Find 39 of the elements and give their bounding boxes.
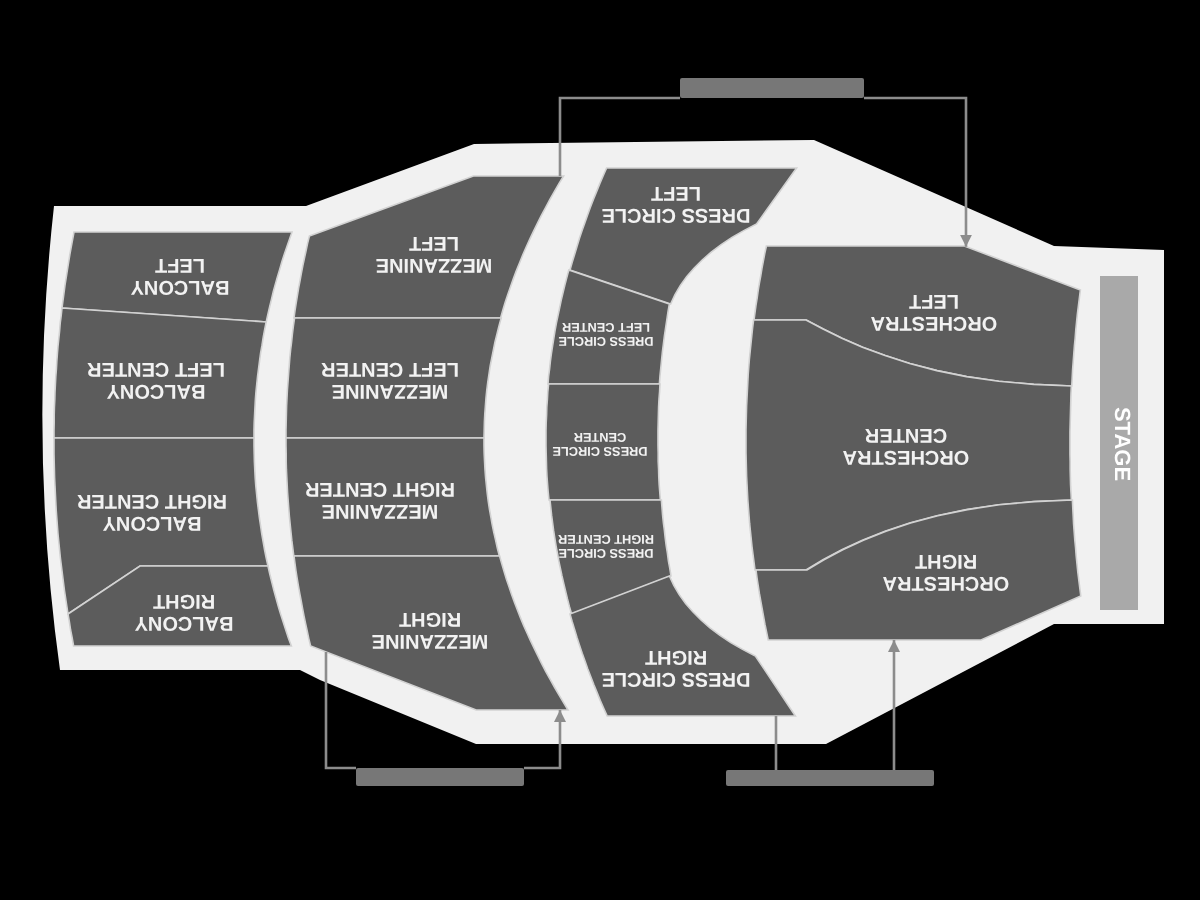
section-label: ORCHESTRA RIGHT [880, 549, 1012, 591]
leader-line [524, 710, 566, 770]
label-plate [356, 768, 524, 786]
section-label: ORCHESTRA CENTER [840, 423, 972, 465]
section-label: DRESS CIRCLE RIGHT [599, 645, 753, 687]
seating-section [68, 566, 292, 646]
section-label: ORCHESTRA LEFT [868, 289, 1000, 331]
seating-section [293, 556, 568, 710]
stage-label: STAGE [1108, 405, 1130, 481]
section-label: DRESS CIRCLE LEFT [599, 181, 753, 223]
seating-section [746, 320, 1072, 570]
seating-section [294, 176, 565, 318]
seating-section [54, 308, 267, 438]
seating-section [548, 270, 670, 384]
section-label: MEZZANINE LEFT [373, 231, 495, 273]
leader-line [558, 96, 680, 176]
seating-section [54, 438, 268, 614]
seating-section [570, 576, 796, 716]
section-label: MEZZANINE LEFT CENTER [319, 357, 461, 399]
seating-section [286, 438, 500, 556]
section-label: BALCONY RIGHT [132, 589, 236, 631]
seating-section [569, 168, 796, 304]
leader-line [774, 716, 778, 770]
leader-line [888, 640, 900, 770]
seating-section [753, 246, 1080, 386]
seating-section [546, 384, 661, 500]
section-label: MEZZANINE RIGHT CENTER [303, 477, 457, 519]
seating-section [755, 500, 1080, 640]
section-label: BALCONY RIGHT CENTER [75, 489, 229, 531]
seating-section [286, 318, 502, 438]
section-label: MEZZANINE RIGHT [369, 607, 491, 649]
section-label: BALCONY LEFT CENTER [85, 357, 227, 399]
seating-section [62, 232, 292, 322]
label-plate [680, 78, 864, 98]
leader-line [324, 652, 356, 770]
label-plate [726, 770, 934, 786]
section-label: BALCONY LEFT [128, 253, 232, 295]
stage [1100, 276, 1138, 610]
leader-line [864, 96, 972, 247]
